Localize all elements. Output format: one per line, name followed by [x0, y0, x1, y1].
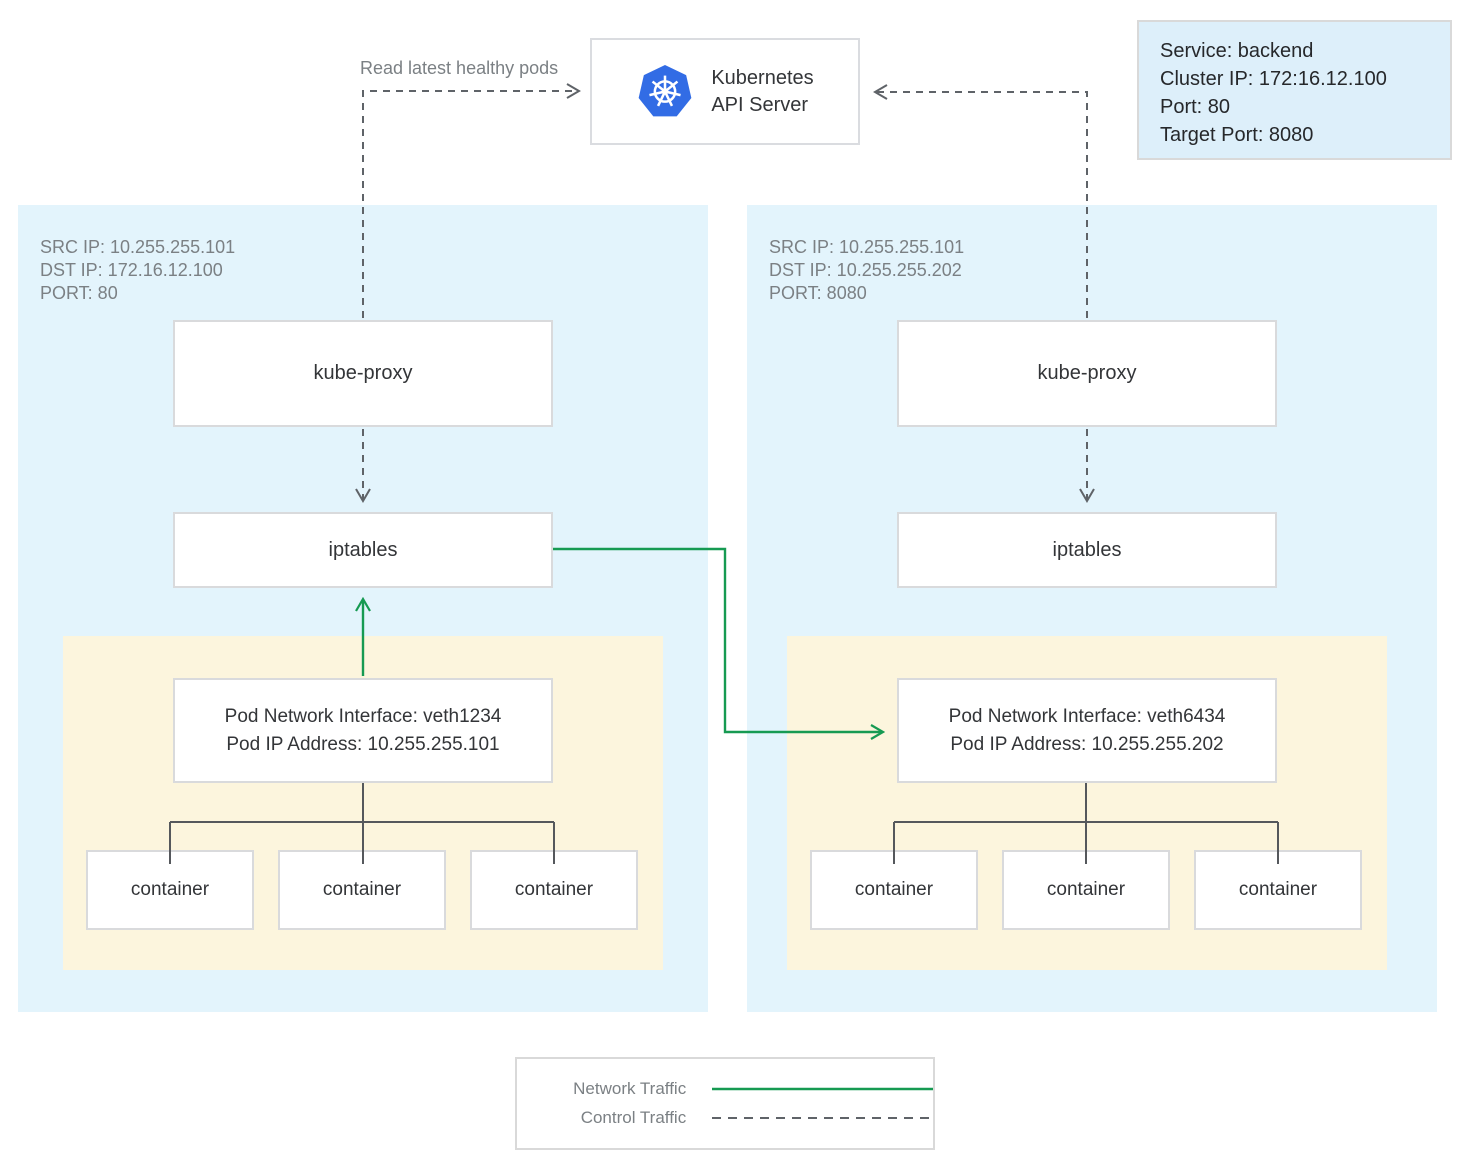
node-left-packet-info: SRC IP: 10.255.255.101 DST IP: 172.16.12… [40, 236, 235, 305]
api-server-label-line2: API Server [711, 93, 809, 116]
read-latest-healthy-pods-label: Read latest healthy pods [360, 58, 559, 78]
control-traffic-line-sample [712, 1117, 933, 1119]
iptables-label: iptables [1052, 538, 1122, 561]
network-traffic-line-sample [712, 1087, 933, 1091]
kube-proxy-box-right: kube-proxy [897, 320, 1277, 427]
service-cluster-ip-line: Cluster IP: 172:16.12.100 [1160, 68, 1387, 90]
kube-proxy-label: kube-proxy [313, 362, 413, 384]
node-right: SRC IP: 10.255.255.101 DST IP: 10.255.25… [747, 205, 1437, 1012]
kubernetes-api-server-box: Kubernetes API Server [590, 38, 860, 145]
iptables-box-left: iptables [173, 512, 553, 588]
pod-box-right: Pod Network Interface: veth6434 Pod IP A… [787, 636, 1387, 970]
container-box: container [470, 850, 638, 930]
iptables-box-right: iptables [897, 512, 1277, 588]
pod-ip-line: Pod IP Address: 10.255.255.101 [226, 733, 500, 755]
pod-network-interface-box-left: Pod Network Interface: veth1234 Pod IP A… [173, 678, 553, 783]
legend-box: Network Traffic Control Traffic [515, 1057, 935, 1150]
container-box: container [86, 850, 254, 930]
container-label: container [854, 879, 934, 900]
service-info-box: Service: backend Cluster IP: 172:16.12.1… [1137, 20, 1452, 160]
dst-ip-line: DST IP: 10.255.255.202 [769, 260, 962, 280]
node-right-packet-info: SRC IP: 10.255.255.101 DST IP: 10.255.25… [769, 236, 964, 305]
kube-proxy-box-left: kube-proxy [173, 320, 553, 427]
container-label: container [130, 879, 210, 900]
pod-box-left: Pod Network Interface: veth1234 Pod IP A… [63, 636, 663, 970]
dst-ip-line: DST IP: 172.16.12.100 [40, 260, 223, 280]
container-box: container [810, 850, 978, 930]
pod-interface-line: Pod Network Interface: veth6434 [948, 705, 1226, 727]
port-line: PORT: 80 [40, 283, 118, 303]
container-label: container [322, 879, 402, 900]
legend-row-network: Network Traffic [539, 1079, 933, 1099]
container-box: container [1194, 850, 1362, 930]
service-name-line: Service: backend [1160, 40, 1314, 62]
container-label: container [1046, 879, 1126, 900]
pod-interface-line: Pod Network Interface: veth1234 [224, 705, 502, 727]
iptables-label: iptables [328, 538, 398, 561]
container-box: container [278, 850, 446, 930]
src-ip-line: SRC IP: 10.255.255.101 [40, 237, 236, 257]
api-server-label: Kubernetes API Server [711, 65, 813, 119]
kubernetes-icon [638, 64, 692, 116]
pod-ip-line: Pod IP Address: 10.255.255.202 [950, 733, 1224, 755]
port-line: PORT: 8080 [769, 283, 867, 303]
api-server-label-line1: Kubernetes [711, 66, 814, 89]
service-port-line: Port: 80 [1160, 96, 1231, 118]
container-box: container [1002, 850, 1170, 930]
pod-network-interface-box-right: Pod Network Interface: veth6434 Pod IP A… [897, 678, 1277, 783]
control-traffic-label: Control Traffic [580, 1108, 687, 1127]
network-traffic-label: Network Traffic [573, 1079, 687, 1098]
node-left: SRC IP: 10.255.255.101 DST IP: 172.16.12… [18, 205, 708, 1012]
src-ip-line: SRC IP: 10.255.255.101 [769, 237, 965, 257]
service-target-port-line: Target Port: 8080 [1160, 124, 1314, 146]
container-label: container [1238, 879, 1318, 900]
container-label: container [514, 879, 594, 900]
legend-row-control: Control Traffic [539, 1108, 933, 1128]
kube-proxy-label: kube-proxy [1037, 362, 1137, 384]
